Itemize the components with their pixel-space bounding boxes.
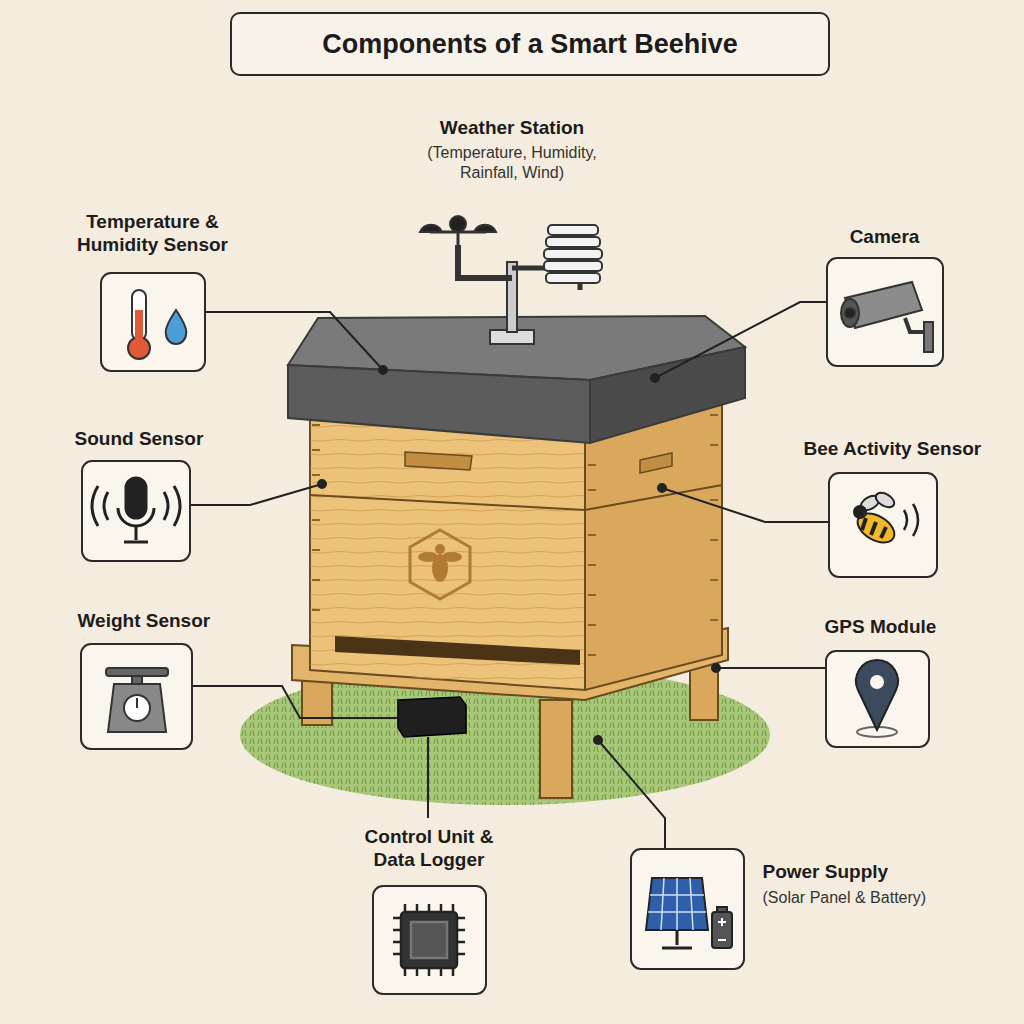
icon-box: Camera [826, 257, 944, 367]
icon-box: Bee Activity Sensor [828, 472, 938, 578]
gps-pin-icon [856, 660, 898, 737]
hive-handle [640, 453, 672, 473]
weather-station-label: Weather Station [407, 116, 617, 139]
component-label: Bee Activity Sensor [804, 437, 1004, 460]
thermometer-icon [128, 290, 186, 359]
wood-grain [310, 408, 585, 690]
icon-box: Temperature & Humidity Sensor [100, 272, 206, 372]
title: Components of a Smart Beehive [230, 12, 830, 76]
weather-station-note: (Temperature, Humidity, Rainfall, Wind) [407, 143, 617, 183]
component-label: Weight Sensor [78, 609, 258, 632]
hive-body-side [585, 398, 722, 690]
hex-logo [410, 530, 470, 599]
control-unit-box [398, 697, 466, 737]
logo-bee [418, 544, 462, 582]
component-label: Camera [815, 225, 955, 248]
camera-icon [841, 282, 933, 352]
roof-side [590, 347, 745, 443]
roof-front [288, 365, 590, 443]
solar-battery-icon [646, 878, 732, 948]
weather-station [420, 216, 602, 344]
icon-box: GPS Module [825, 650, 930, 748]
component-label: GPS Module [825, 615, 1005, 638]
scale-icon [106, 668, 168, 732]
component-label: Sound Sensor [75, 427, 255, 450]
chip-icon [393, 904, 465, 976]
icon-box: Weight Sensor [80, 643, 193, 750]
leader-lines [191, 302, 828, 848]
microphone-icon [92, 478, 180, 542]
hive-body-front [310, 408, 585, 690]
super-seam [310, 485, 722, 510]
component-label: Control Unit & Data Logger [347, 825, 512, 871]
icon-box: Sound Sensor [81, 460, 191, 562]
dovetail-joints [312, 415, 718, 655]
component-note: (Solar Panel & Battery) [763, 888, 993, 908]
bee-icon [853, 490, 918, 549]
hive-handle [405, 452, 472, 470]
hive-entrance [335, 636, 580, 665]
component-label: Temperature & Humidity Sensor [64, 210, 242, 256]
icon-box: Power Supply(Solar Panel & Battery) [630, 848, 745, 970]
component-label: Power Supply [763, 860, 993, 883]
icon-box: Control Unit & Data Logger [372, 885, 487, 995]
